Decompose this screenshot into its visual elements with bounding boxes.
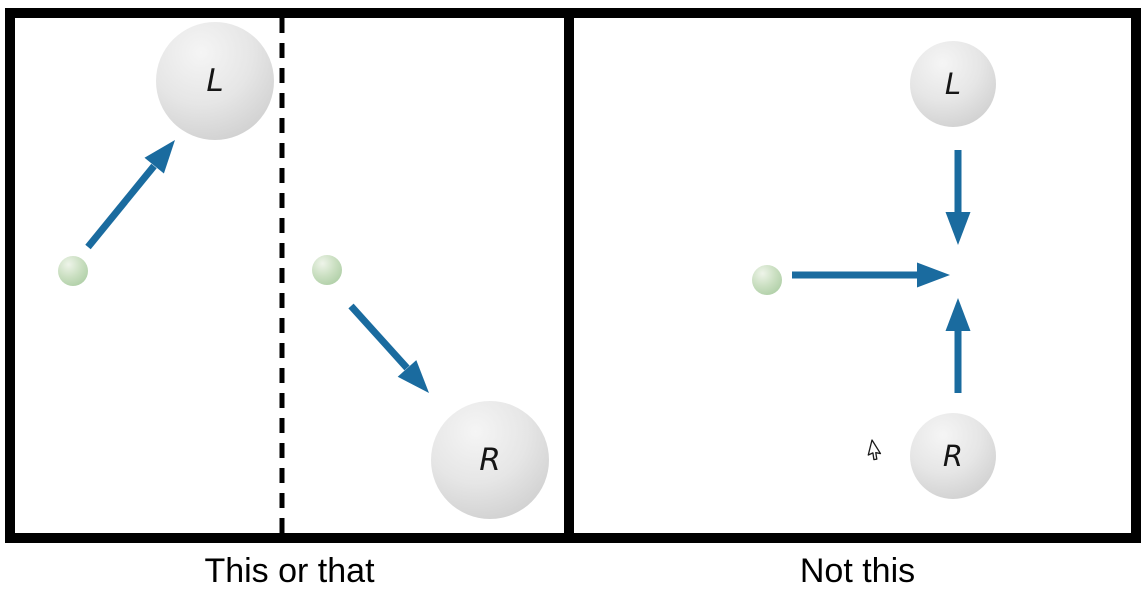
target-circle-R-right-panel: R bbox=[910, 413, 996, 499]
target-circle-L-right-panel: L bbox=[910, 41, 996, 127]
arrow-toward-L bbox=[85, 140, 175, 250]
green-ball bbox=[752, 265, 782, 295]
panel-this-or-that: L R bbox=[5, 8, 574, 543]
green-ball-right-of-divider bbox=[312, 255, 342, 285]
right-panel-arrows-layer bbox=[792, 150, 971, 393]
green-ball-left bbox=[58, 256, 88, 286]
target-label-R: R bbox=[479, 442, 501, 478]
arrow-right-from-ball bbox=[792, 262, 950, 288]
panel-not-this: L R bbox=[574, 8, 1141, 543]
arrow-toward-R bbox=[348, 303, 429, 393]
caption-not-this: Not this bbox=[799, 552, 916, 590]
arrow-up-from-R bbox=[945, 298, 971, 393]
arrow-down-from-L bbox=[945, 150, 971, 245]
target-circle-R-left-panel: R bbox=[431, 401, 549, 519]
target-label-R: R bbox=[942, 439, 964, 473]
caption-this-or-that: This or that bbox=[204, 552, 375, 590]
target-label-L: L bbox=[206, 63, 224, 99]
target-label-L: L bbox=[944, 67, 962, 101]
left-panel-arrows-layer bbox=[85, 18, 429, 533]
mouse-cursor-icon bbox=[867, 439, 882, 461]
target-circle-L-left-panel: L bbox=[156, 22, 274, 140]
